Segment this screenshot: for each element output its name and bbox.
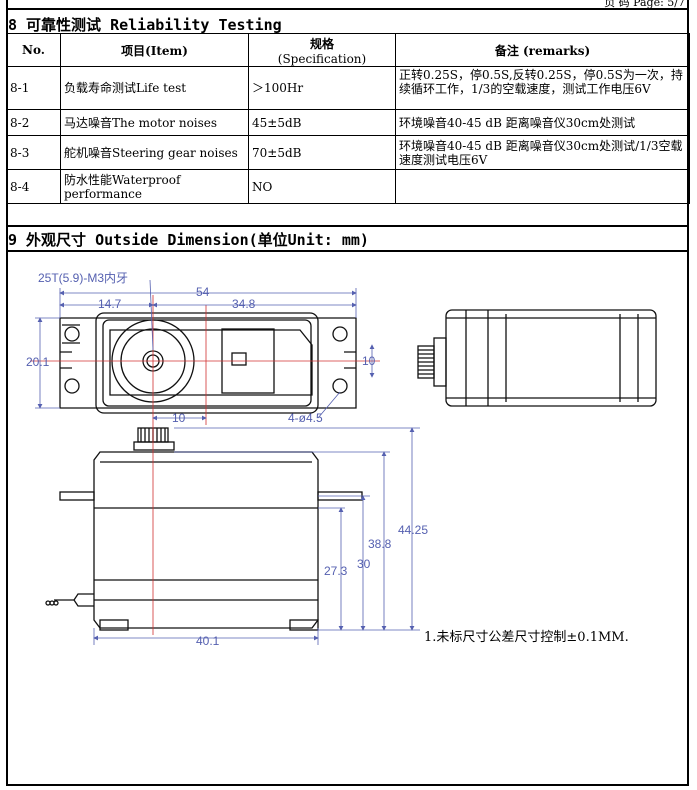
cell-remarks <box>395 169 690 204</box>
cell-remarks: 环境噪音40-45 dB 距离噪音仪30cm处测试/1/3空载速度测试电压6V <box>395 135 690 170</box>
cell-item: 舵机噪音Steering gear noises <box>60 135 249 170</box>
dim-30: 30 <box>357 557 371 571</box>
mount-hole <box>64 378 80 394</box>
cell-item: 负载寿命测试Life test <box>60 66 249 110</box>
section-divider <box>6 225 689 227</box>
cell-spec: 70±5dB <box>248 135 396 170</box>
table-row: 8-1 负载寿命测试Life test ＞100Hr 正转0.25S，停0.5S… <box>6 66 690 110</box>
dim-horn-offset: 14.7 <box>98 297 122 311</box>
dim-44-25: 44.25 <box>398 523 428 537</box>
cell-spec: ＞100Hr <box>248 66 396 110</box>
table-row: 8-3 舵机噪音Steering gear noises 70±5dB 环境噪音… <box>6 135 690 170</box>
cell-remarks: 环境噪音40-45 dB 距离噪音仪30cm处测试 <box>395 109 690 136</box>
header-no: No. <box>6 33 61 67</box>
header-remarks: 备注 (remarks) <box>395 33 690 67</box>
cell-spec: NO <box>248 169 396 204</box>
dim-overall-width: 54 <box>196 285 210 299</box>
reliability-table: No. 项目(Item) 规格 (Specification) 备注 (rema… <box>6 33 690 204</box>
cell-remarks: 正转0.25S，停0.5S,反转0.25S，停0.5S为一次，持续循环工作，1/… <box>395 66 690 110</box>
cell-item: 马达噪音The motor noises <box>60 109 249 136</box>
front-view <box>45 427 363 631</box>
mount-hole <box>64 326 80 342</box>
cell-no: 8-4 <box>6 169 61 204</box>
cell-item: 防水性能Waterproof performance <box>60 169 249 204</box>
dim-holes: 4-ø4.5 <box>288 411 323 425</box>
dim-38-8: 38.8 <box>368 537 392 551</box>
page-frame <box>6 0 689 786</box>
dim-right-span: 34.8 <box>232 297 256 311</box>
header-spec-en: (Specification) <box>277 51 367 66</box>
cell-no: 8-2 <box>6 109 61 136</box>
mount-hole <box>332 378 348 394</box>
table-header-row: No. 项目(Item) 规格 (Specification) 备注 (rema… <box>6 33 690 67</box>
section-8-title: 8 可靠性测试 Reliability Testing <box>8 16 282 34</box>
dim-tab-10: 10 <box>362 354 376 368</box>
table-row: 8-2 马达噪音The motor noises 45±5dB 环境噪音40-4… <box>6 109 690 136</box>
section-9-title: 9 外观尺寸 Outside Dimension(单位Unit: mm) <box>8 231 369 249</box>
cell-remarks-text: 正转0.25S，停0.5S,反转0.25S，停0.5S为一次，持续循环工作，1/… <box>399 68 683 96</box>
page-number: 页 码 Page: 5/7 <box>604 0 685 9</box>
spline-label: 25T(5.9)-M3内牙 <box>38 271 128 285</box>
dim-body-width: 40.1 <box>196 634 220 648</box>
side-view <box>417 309 657 407</box>
table-row: 8-4 防水性能Waterproof performance NO <box>6 169 690 204</box>
mounting-flange <box>59 317 357 409</box>
dim-27-3: 27.3 <box>324 564 348 578</box>
tolerance-note: 1.未标尺寸公差尺寸控制±0.1MM. <box>424 630 629 645</box>
page-header: 页 码 Page: 5/7 <box>6 0 689 10</box>
header-spec: 规格 (Specification) <box>248 33 396 67</box>
dim-bottom-10: 10 <box>172 411 186 425</box>
cell-no: 8-3 <box>6 135 61 170</box>
cell-spec: 45±5dB <box>248 109 396 136</box>
dim-height-top: 20.1 <box>26 355 50 369</box>
top-dimensions <box>35 279 375 421</box>
servo-case-top <box>95 312 319 414</box>
front-dimensions <box>93 427 420 645</box>
section-divider <box>6 250 689 252</box>
header-spec-cn: 规格 <box>309 36 334 51</box>
centerlines <box>30 295 380 425</box>
cell-no: 8-1 <box>6 66 61 110</box>
top-view <box>59 312 357 414</box>
mount-hole <box>332 326 348 342</box>
